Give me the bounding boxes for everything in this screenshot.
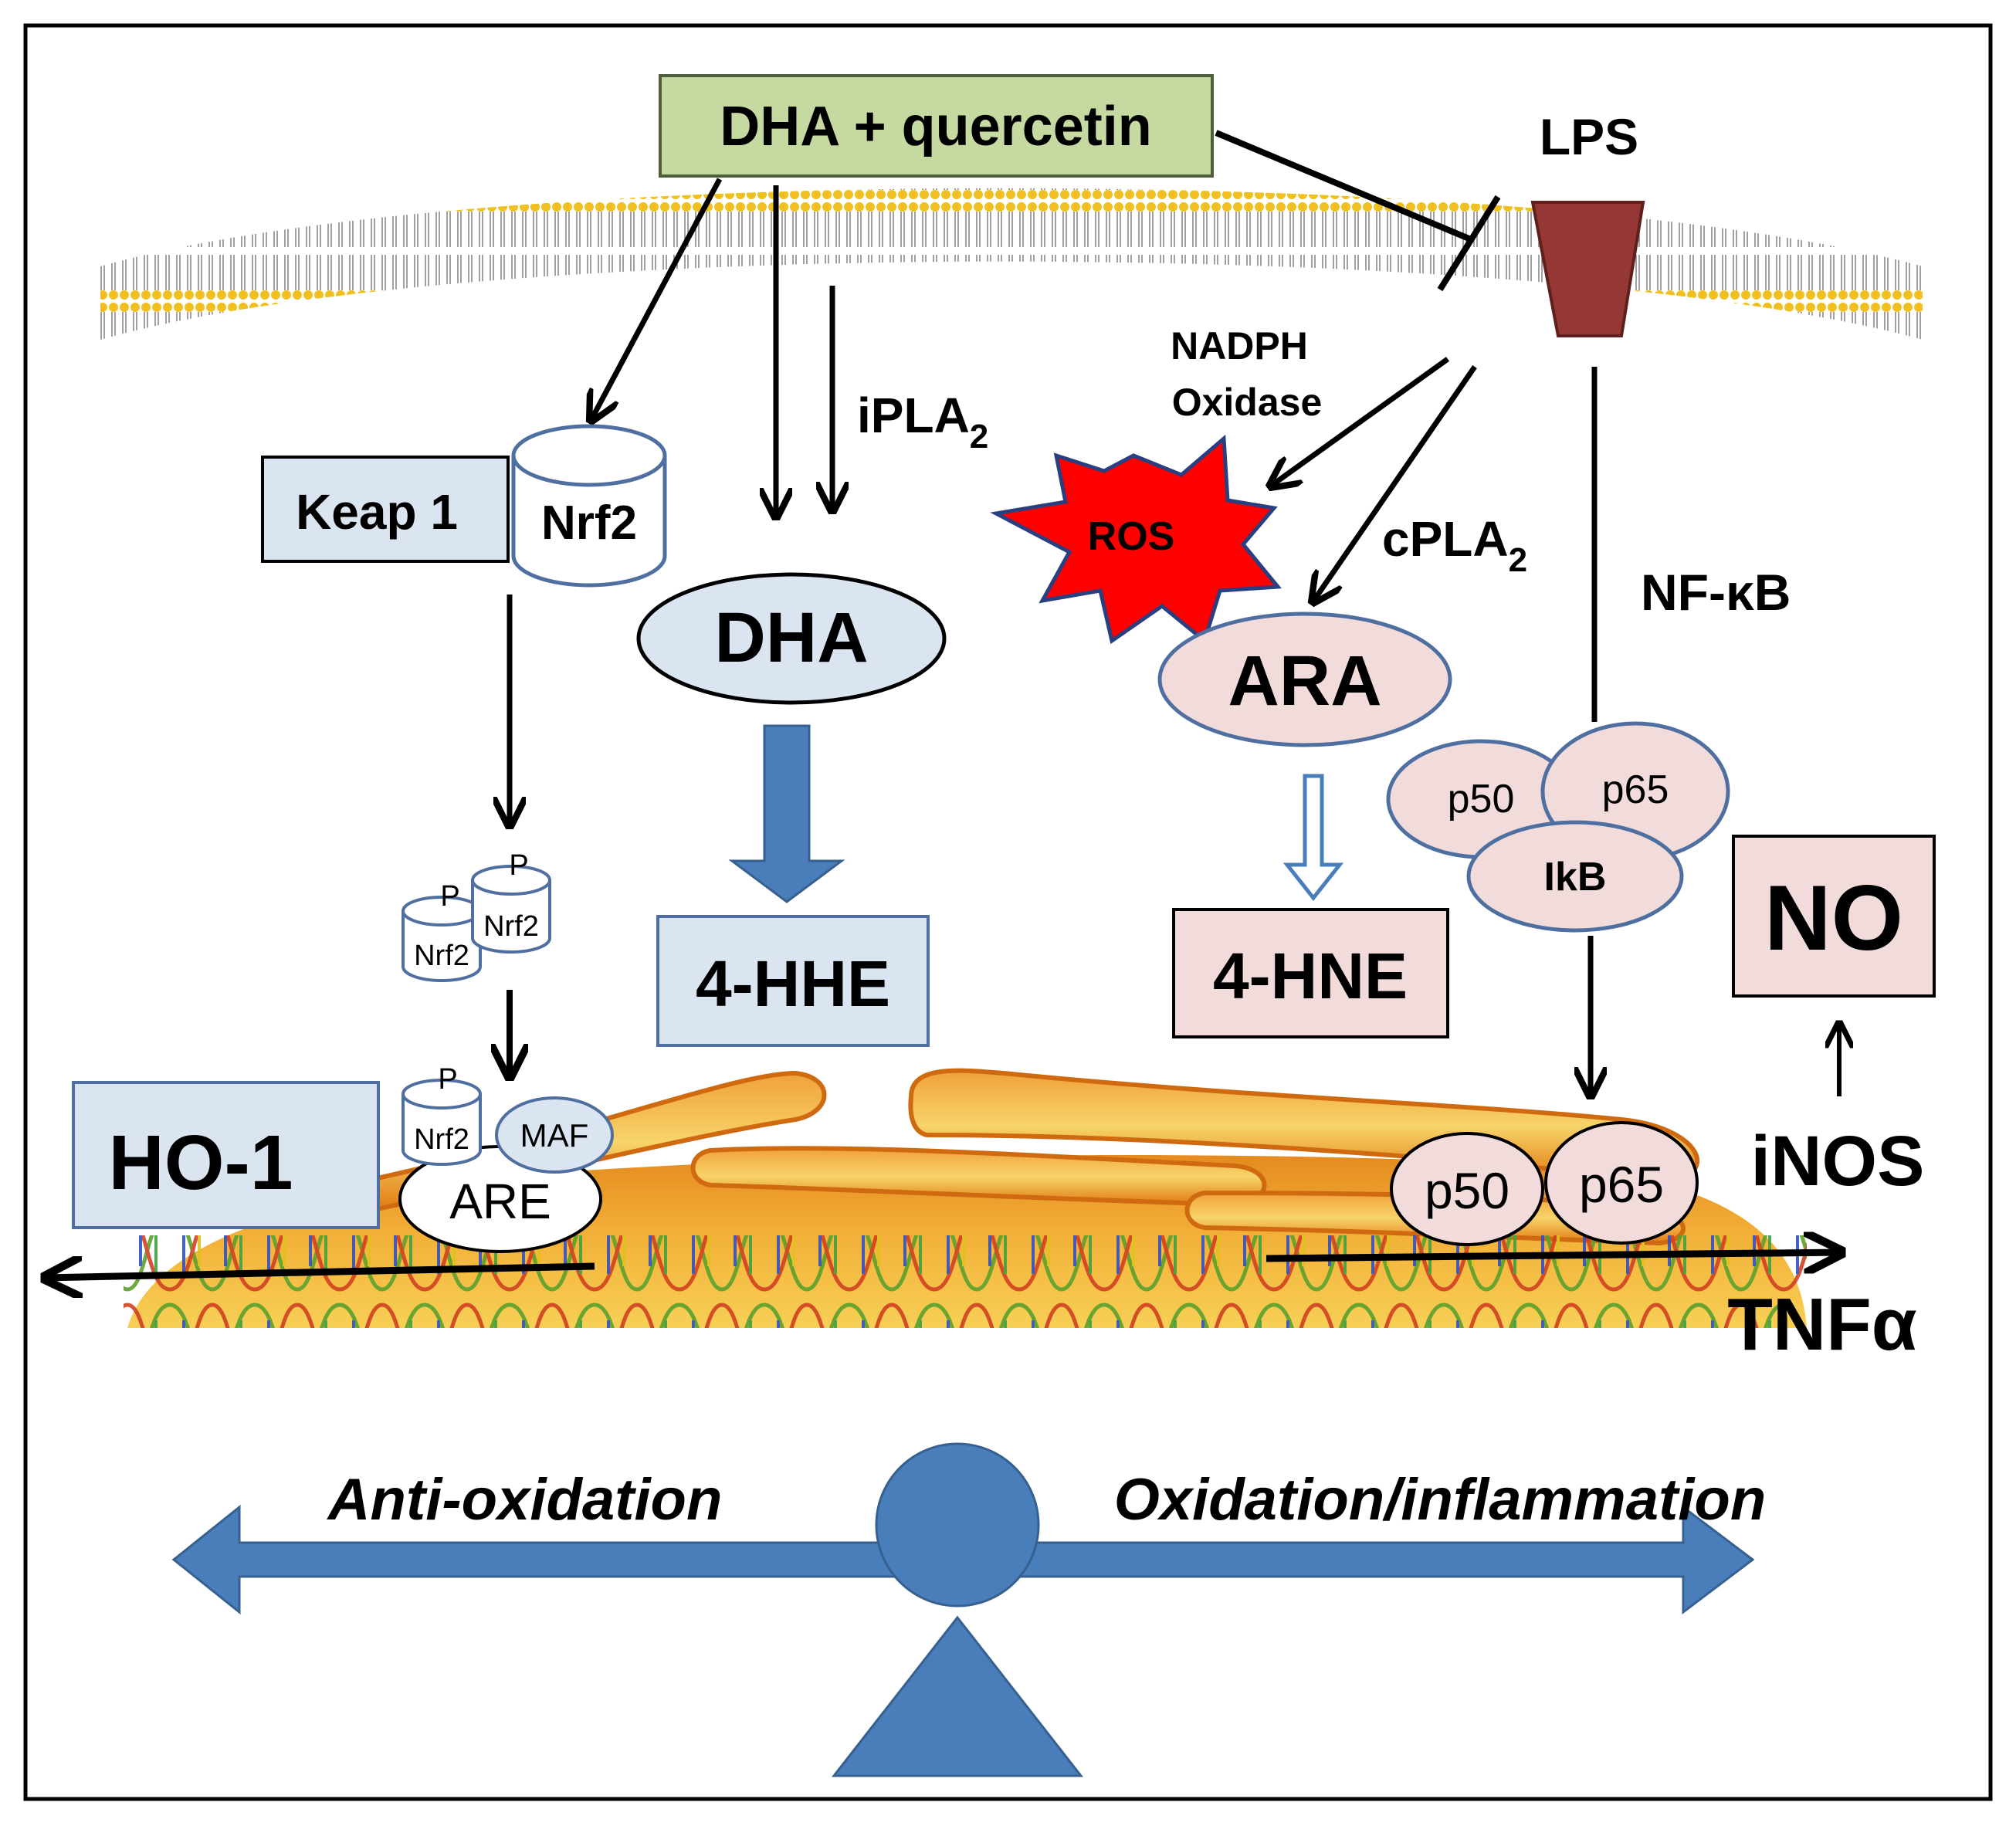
lps-receptor: [1530, 201, 1645, 337]
are-complex: ARE Nrf2 P MAF: [398, 1063, 614, 1253]
lps-label: LPS: [1540, 108, 1638, 165]
dha-quercetin-label: DHA + quercetin: [720, 96, 1151, 158]
no-box: [1732, 835, 1936, 998]
dha-ellipse: [636, 572, 947, 705]
nuclear-p50-ellipse: [1390, 1132, 1544, 1246]
p-mark-1: P: [440, 880, 459, 913]
nrf2-small-label-1: Nrf2: [414, 940, 469, 972]
nuclear-p50-label: p50: [1425, 1162, 1509, 1219]
cpla2-label: cPLA2: [1382, 511, 1527, 579]
dha-label: DHA: [714, 598, 868, 677]
hhe-label: 4-HHE: [696, 947, 890, 1020]
arrow-to-nrf2: [591, 178, 723, 421]
nuclear-p65-label: p65: [1579, 1156, 1664, 1213]
nrf2-label: Nrf2: [541, 496, 637, 550]
inhibition-bar: [1437, 195, 1501, 292]
ros-starburst: [990, 434, 1282, 645]
ho1-box: [72, 1081, 380, 1229]
ros-label: ROS: [1088, 514, 1175, 559]
cell-membrane: [100, 188, 1923, 340]
p50-label: p50: [1448, 777, 1515, 822]
are-label: ARE: [449, 1174, 551, 1229]
arrow-left-transcription: [45, 1266, 595, 1278]
keap1-box: [261, 456, 510, 563]
nfkb-label: NF-κB: [1641, 564, 1791, 621]
ara-ellipse: [1157, 611, 1452, 747]
dha-to-hhe-arrow: [728, 724, 845, 903]
p-mark-3: P: [438, 1063, 457, 1096]
nrf2-small-label-2: Nrf2: [483, 910, 539, 943]
ho1-label: HO-1: [109, 1120, 293, 1206]
nadph-oxidase-label-1: NADPH: [1171, 324, 1308, 368]
dha-quercetin-box: DHA + quercetin: [659, 74, 1214, 178]
balance-pivot: [875, 1442, 1040, 1607]
inos-label: iNOS: [1751, 1122, 1925, 1201]
nuclear-p65-ellipse: [1544, 1121, 1699, 1245]
ikb-ellipse: [1466, 820, 1684, 933]
balance-scale: [171, 1442, 1755, 1777]
maf-ellipse: [495, 1096, 614, 1174]
keap1-label: Keap 1: [296, 484, 458, 540]
anti-oxidation-label: Anti-oxidation: [327, 1467, 723, 1533]
inhibition-line: [1215, 130, 1472, 242]
no-label: NO: [1764, 866, 1903, 970]
phospho-nrf2-dimer: Nrf2 P Nrf2 P: [402, 849, 551, 982]
nrf2-are-label: Nrf2: [414, 1123, 469, 1156]
ipla2-label: iPLA2: [857, 388, 988, 456]
arrow-right-transcription: [1266, 1252, 1842, 1259]
hhe-box: [656, 915, 930, 1047]
maf-label: MAF: [520, 1117, 589, 1154]
nfkb-complex: p50 p65 IkB: [1386, 721, 1730, 933]
p-mark-2: P: [509, 849, 528, 882]
ara-to-hne-arrow: [1282, 774, 1344, 902]
keap1-nrf2-complex: Keap 1 Nrf2: [261, 424, 667, 588]
arrow-to-ara: [1313, 365, 1477, 602]
nadph-oxidase-label-2: Oxidase: [1172, 381, 1323, 424]
ara-label: ARA: [1228, 642, 1381, 720]
tnfa-label: TNFα: [1727, 1283, 1917, 1366]
balance-base: [831, 1615, 1084, 1777]
hne-box: [1172, 908, 1449, 1038]
hne-label: 4-HNE: [1213, 940, 1408, 1012]
ikb-label: IkB: [1544, 855, 1607, 899]
oxidation-inflammation-label: Oxidation/inflammation: [1114, 1467, 1767, 1533]
p65-label: p65: [1602, 767, 1669, 812]
arrow-to-ros: [1270, 357, 1450, 486]
